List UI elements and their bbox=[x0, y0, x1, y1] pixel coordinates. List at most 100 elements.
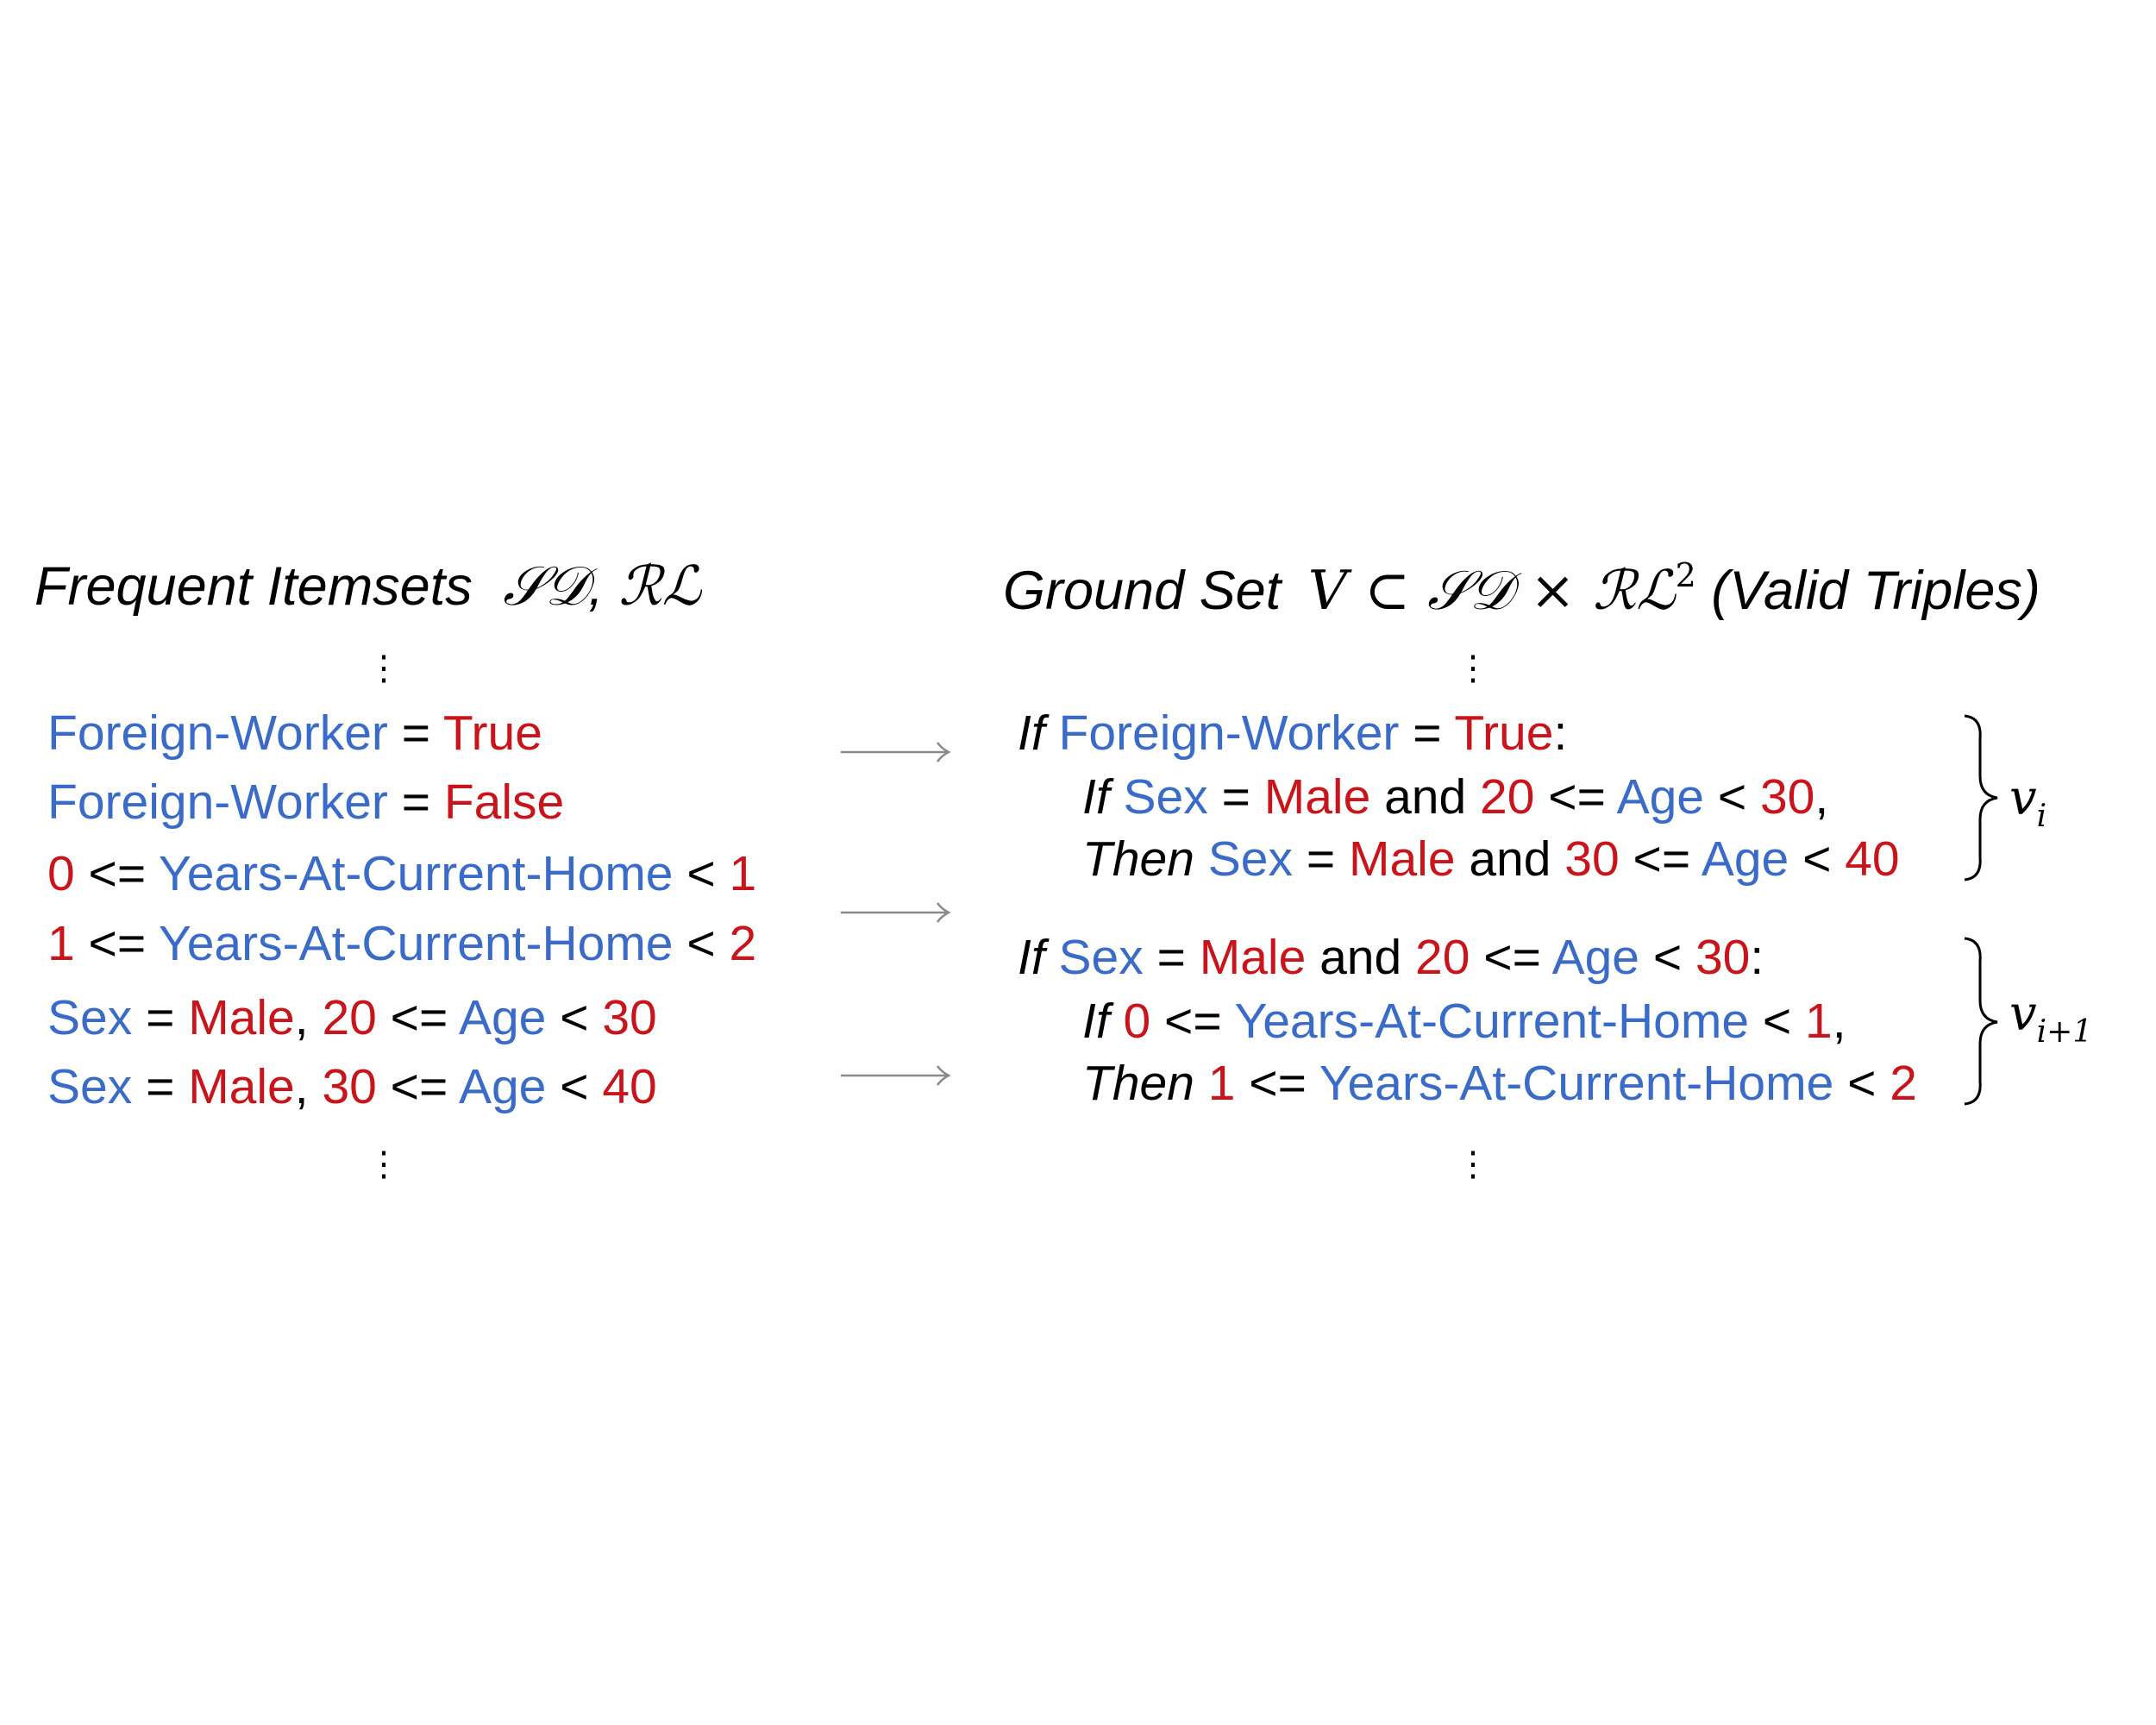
segment-value: True bbox=[442, 706, 542, 761]
brace-triple-1 bbox=[1964, 937, 1998, 1106]
segment-text: < bbox=[546, 990, 603, 1045]
segment-value: 30 bbox=[602, 990, 657, 1045]
segment-value: Male bbox=[188, 990, 295, 1045]
segment-attribute: Years-At-Current-Home bbox=[158, 846, 674, 901]
segment-text: <= bbox=[1470, 930, 1552, 985]
triple-0-line-1: If Sex = Male and 20 <= Age < 30, bbox=[1082, 773, 1828, 822]
segment-value: Male bbox=[1263, 769, 1371, 825]
right-heading-times: × bbox=[1513, 559, 1593, 622]
segment-attribute: Years-At-Current-Home bbox=[1234, 994, 1750, 1049]
left-item-2: 0 <= Years-At-Current-Home < 1 bbox=[47, 850, 756, 899]
segment-value: True bbox=[1454, 706, 1554, 761]
segment-text: < bbox=[1749, 994, 1805, 1049]
segment-text: and bbox=[1455, 831, 1565, 887]
segment-value: 1 bbox=[729, 846, 757, 901]
segment-attribute: Age bbox=[1701, 831, 1789, 887]
left-heading-sep: , bbox=[588, 556, 619, 617]
segment-value: 0 bbox=[1123, 994, 1151, 1049]
segment-value: 30 bbox=[1759, 769, 1815, 825]
segment-text: = bbox=[387, 775, 444, 830]
segment-text: < bbox=[673, 916, 730, 971]
segment-text: <= bbox=[376, 1059, 459, 1114]
triple-0-label-sub: i bbox=[2036, 799, 2047, 834]
left-heading: Frequent Itemsets 𝒮𝒟, ℛℒ bbox=[34, 559, 701, 614]
left-item-0: Foreign-Worker = True bbox=[47, 709, 542, 758]
segment-value: Male bbox=[1348, 831, 1456, 887]
segment-text: , bbox=[294, 990, 323, 1045]
arrow-3 bbox=[841, 1065, 951, 1086]
segment-text: < bbox=[1703, 769, 1760, 825]
triple-0-label-main: v bbox=[2009, 770, 2037, 826]
right-heading-tail: (Valid Triples) bbox=[1695, 561, 2040, 621]
segment-attribute: Sex bbox=[47, 990, 133, 1045]
left-heading-rl: ℛℒ bbox=[618, 555, 701, 618]
segment-attribute: Years-At-Current-Home bbox=[1319, 1056, 1834, 1111]
triple-1-label-sub: i+1 bbox=[2036, 1014, 2093, 1050]
left-item-3: 1 <= Years-At-Current-Home < 2 bbox=[47, 919, 756, 969]
segment-keyword: Then bbox=[1082, 831, 1208, 887]
segment-value: Male bbox=[1199, 930, 1307, 985]
segment-value: 0 bbox=[47, 846, 75, 901]
segment-value: 1 bbox=[47, 916, 75, 971]
segment-value: 20 bbox=[1480, 769, 1535, 825]
segment-text: , bbox=[1832, 994, 1846, 1049]
right-heading: Ground Set V ⊂ 𝒮𝒟 × ℛℒ2 (Valid Triples) bbox=[1003, 559, 2040, 618]
segment-attribute: Sex bbox=[1207, 831, 1293, 887]
segment-value: 1 bbox=[1805, 994, 1833, 1049]
right-heading-subset: ⊂ bbox=[1347, 559, 1428, 622]
segment-attribute: Age bbox=[458, 1059, 547, 1114]
brace-triple-0 bbox=[1964, 714, 1998, 881]
segment-attribute: Age bbox=[1551, 930, 1639, 985]
segment-text: and bbox=[1370, 769, 1481, 825]
segment-text: , bbox=[294, 1059, 323, 1114]
right-heading-sd: 𝒮𝒟 bbox=[1427, 559, 1514, 622]
segment-keyword: If bbox=[1018, 930, 1059, 985]
segment-value: False bbox=[443, 775, 565, 830]
right-heading-text: Ground Set bbox=[1003, 561, 1282, 621]
triple-1-line-1: If 0 <= Years-At-Current-Home < 1, bbox=[1082, 997, 1846, 1046]
segment-attribute: Sex bbox=[1058, 930, 1144, 985]
triple-1-line-2: Then 1 <= Years-At-Current-Home < 2 bbox=[1082, 1059, 1917, 1108]
segment-text: : bbox=[1553, 706, 1568, 761]
triple-0-line-2: Then Sex = Male and 30 <= Age < 40 bbox=[1082, 835, 1900, 884]
segment-text: <= bbox=[74, 846, 159, 901]
segment-text: <= bbox=[1235, 1056, 1319, 1111]
segment-value: 30 bbox=[1695, 930, 1751, 985]
triple-1-label-main: v bbox=[2009, 986, 2037, 1042]
segment-value: 20 bbox=[322, 990, 377, 1045]
segment-text: = bbox=[1399, 706, 1455, 761]
segment-text: <= bbox=[1534, 769, 1617, 825]
segment-text: , bbox=[1814, 769, 1829, 825]
segment-text: = bbox=[1143, 930, 1200, 985]
segment-value: 30 bbox=[1564, 831, 1620, 887]
segment-attribute: Sex bbox=[1123, 769, 1208, 825]
triple-0-line-0: If Foreign-Worker = True: bbox=[1018, 709, 1567, 758]
triple-1-label: vi+1 bbox=[2009, 990, 2092, 1048]
segment-keyword: If bbox=[1082, 769, 1124, 825]
left-item-5: Sex = Male, 30 <= Age < 40 bbox=[47, 1063, 657, 1112]
segment-value: 20 bbox=[1415, 930, 1470, 985]
segment-attribute: Sex bbox=[47, 1059, 133, 1114]
segment-text: = bbox=[387, 706, 443, 761]
right-heading-sup: 2 bbox=[1675, 556, 1696, 594]
segment-attribute: Foreign-Worker bbox=[47, 706, 388, 761]
segment-text: < bbox=[1833, 1056, 1890, 1111]
segment-text: : bbox=[1750, 930, 1764, 985]
segment-attribute: Foreign-Worker bbox=[1058, 706, 1400, 761]
segment-keyword: If bbox=[1082, 994, 1124, 1049]
right-heading-rl: ℛℒ bbox=[1592, 559, 1676, 622]
segment-text: = bbox=[1293, 831, 1349, 887]
segment-value: 30 bbox=[322, 1059, 377, 1114]
segment-text: <= bbox=[74, 916, 159, 971]
segment-attribute: Years-At-Current-Home bbox=[158, 916, 674, 971]
segment-text: < bbox=[546, 1059, 603, 1114]
segment-text: < bbox=[1639, 930, 1695, 985]
segment-text: = bbox=[1207, 769, 1264, 825]
segment-keyword: Then bbox=[1082, 1056, 1208, 1111]
left-item-4: Sex = Male, 20 <= Age < 30 bbox=[47, 994, 657, 1043]
segment-attribute: Age bbox=[1616, 769, 1704, 825]
segment-keyword: If bbox=[1018, 706, 1059, 761]
segment-text: <= bbox=[376, 990, 459, 1045]
segment-text: = bbox=[132, 1059, 189, 1114]
